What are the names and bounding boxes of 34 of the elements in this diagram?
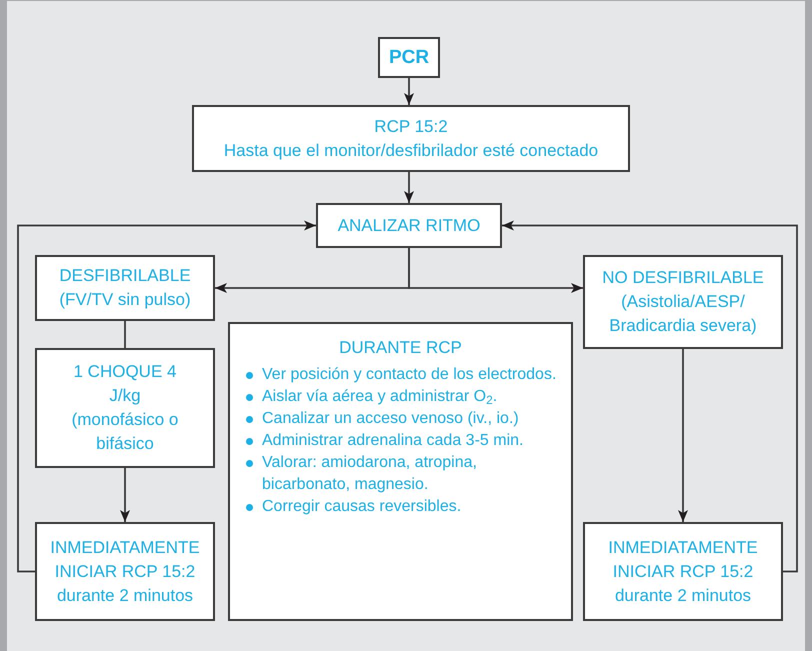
node-text: PCR [388,46,430,70]
arrow [17,220,316,572]
box-heading: DURANTE RCP [339,337,462,359]
list-item-text: Administrar adrenalina cada 3-5 min. [262,431,524,451]
node-text: INMEDIATAMENTE INICIAR RCP 15:2 durante 2 minutos [49,536,201,606]
node-text: Hasta que el monitor/desfibrilador esté conectado [222,140,600,162]
node-text: NO DESFIBRILABLE [601,267,765,289]
node-text: ANALIZAR RITMO [336,214,482,236]
list-item-text: Ver posición y contacto de los electrodos. [262,365,556,385]
node-text: 1 CHOQUE 4 J/kg (monofásico o bifásico [70,361,180,455]
node-text: RCP 15:2 [373,116,449,138]
process-box [316,203,502,248]
arrow [678,349,688,522]
list-item-text: Valorar: amiodarona, atropina, bicarbonato, magnesio. [262,453,478,495]
node-text: DESFIBRILABLE [58,265,192,287]
arrow [404,78,414,105]
list-item-text: Canalizar un acceso venoso (iv., io.) [262,409,519,429]
list-item-text: Corregir causas reversibles. [262,497,462,517]
process-box [35,522,215,621]
arrow [404,172,414,203]
arrow [502,220,798,572]
list-item-text: Aislar vía aérea y administrar O$_{2}$. [262,387,498,408]
process-box [35,348,215,468]
info-box [228,322,573,621]
process-box [192,105,630,172]
arrow [408,248,583,293]
process-box [583,255,783,349]
process-box [35,255,215,321]
node-text: (Asistolia/AESP/ Bradicardia severa) [608,291,758,337]
node-text: (FV/TV sin pulso) [58,289,192,311]
process-box [378,37,440,78]
arrow [120,468,130,522]
node-text: INMEDIATAMENTE INICIAR RCP 15:2 durante 2 minutos [607,536,759,606]
process-box [583,522,783,621]
